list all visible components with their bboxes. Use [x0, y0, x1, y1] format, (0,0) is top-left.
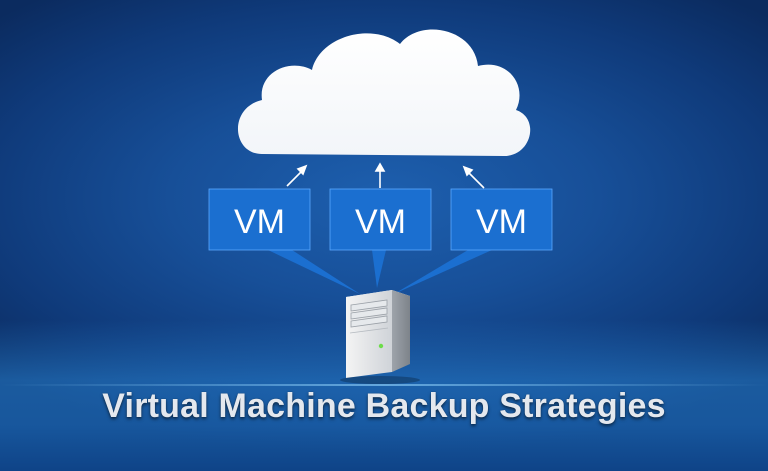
vm-label-1: VM [234, 203, 285, 241]
vm-label-2: VM [355, 203, 406, 241]
floor-line [0, 384, 768, 386]
vm-box-2: VM [329, 188, 432, 251]
vm-box-1: VM [208, 188, 311, 251]
arrow-up-icon [286, 162, 485, 189]
page-title: Virtual Machine Backup Strategies [102, 387, 666, 425]
cloud-icon [237, 29, 531, 156]
server-icon [340, 290, 420, 384]
vm-connectors [268, 250, 492, 294]
vm-label-3: VM [476, 203, 527, 241]
vm-box-3: VM [450, 188, 553, 251]
